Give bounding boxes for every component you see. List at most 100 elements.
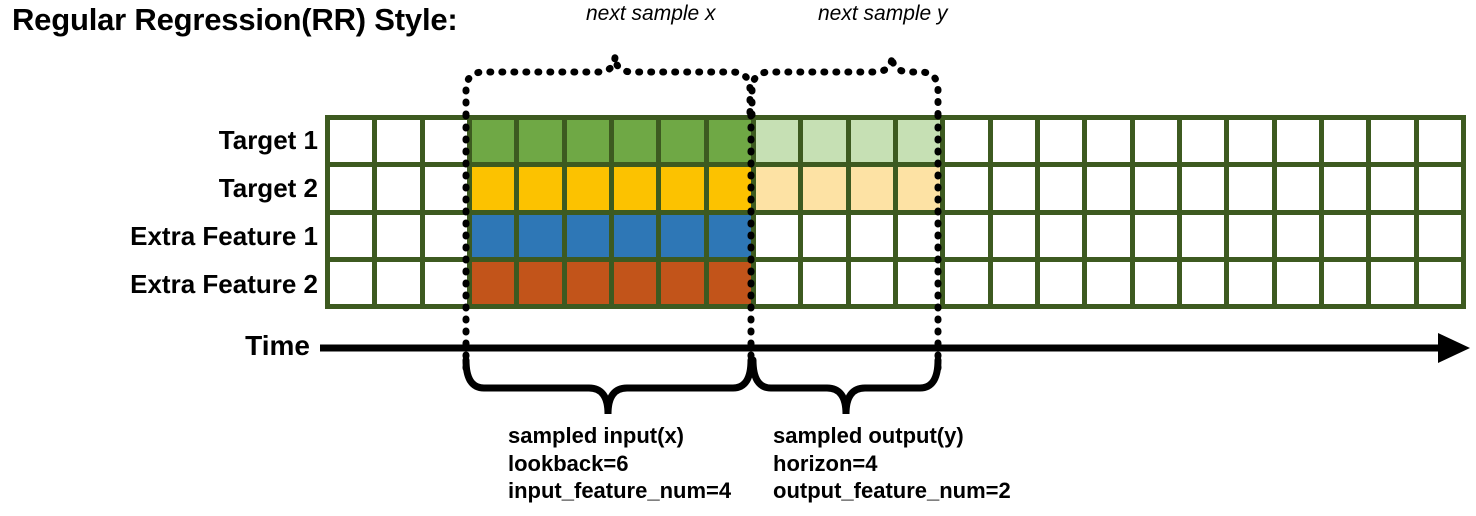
annotation-next-sample-x: next sample x (586, 2, 716, 25)
grid-cell (566, 167, 609, 210)
grid-cell (708, 214, 751, 257)
grid-cell (661, 214, 704, 257)
grid-cell (1418, 261, 1461, 304)
timeline-grid (325, 115, 1466, 309)
grid-cell (945, 261, 988, 304)
grid-cell (1371, 214, 1414, 257)
grid-cell (1418, 167, 1461, 210)
caption-sampled-input-line-1: sampled input(x) (508, 423, 685, 448)
grid-cell (1134, 167, 1177, 210)
grid-cell (755, 261, 799, 304)
grid-cell (897, 214, 941, 257)
grid-cell (897, 120, 941, 163)
row-label-extra-feature-1: Extra Feature 1 (130, 221, 318, 251)
caption-sampled-output-line-2: horizon=4 (773, 450, 878, 476)
grid-cell (803, 167, 846, 210)
grid-cell (850, 214, 893, 257)
grid-cell (755, 214, 799, 257)
grid-cell (1323, 167, 1367, 210)
grid-row-target-1 (330, 120, 1461, 163)
grid-cell (1323, 261, 1367, 304)
grid-cell (897, 261, 941, 304)
grid-cell (424, 167, 467, 210)
grid-cell (1229, 167, 1272, 210)
grid-cell (519, 167, 562, 210)
brace-sampled-output (749, 356, 942, 415)
grid-cell (519, 214, 562, 257)
row-label-target-1: Target 1 (218, 125, 318, 155)
grid-cell (330, 214, 373, 257)
grid-cell (850, 261, 893, 304)
grid-cell (803, 120, 846, 163)
grid-cell (1039, 214, 1083, 257)
grid-cell (992, 167, 1035, 210)
grid-cell (1229, 120, 1272, 163)
grid-cell (613, 261, 657, 304)
caption-sampled-input: sampled input(x) lookback=6 input_featur… (508, 422, 731, 505)
grid-cell (850, 120, 893, 163)
grid-cell (1276, 120, 1319, 163)
grid-cell (471, 261, 515, 304)
grid-cell (803, 214, 846, 257)
grid-cell (377, 120, 420, 163)
grid-cell (897, 167, 941, 210)
caption-sampled-output: sampled output(y) horizon=4 output_featu… (773, 422, 1011, 505)
grid-cell (992, 214, 1035, 257)
grid-cell (1276, 214, 1319, 257)
caption-sampled-input-line-2: lookback=6 (508, 450, 629, 476)
grid-cell (661, 167, 704, 210)
grid-cell (1039, 167, 1083, 210)
grid-cell (330, 261, 373, 304)
grid-cell (850, 167, 893, 210)
grid-cell (755, 167, 799, 210)
grid-cell (945, 120, 988, 163)
grid-cell (661, 120, 704, 163)
grid-cell (1418, 214, 1461, 257)
grid-cell (1323, 214, 1367, 257)
brace-sampled-input (462, 356, 755, 415)
grid-cell (1134, 214, 1177, 257)
grid-cell (377, 261, 420, 304)
grid-cell (1039, 120, 1083, 163)
grid-cell (1276, 167, 1319, 210)
page-title: Regular Regression(RR) Style: (12, 2, 458, 37)
grid-cell (661, 261, 704, 304)
grid-cell (377, 214, 420, 257)
grid-cell (1181, 214, 1225, 257)
grid-cell (1371, 120, 1414, 163)
grid-cell (992, 261, 1035, 304)
grid-cell (1087, 261, 1130, 304)
grid-cell (708, 167, 751, 210)
grid-cell (1229, 261, 1272, 304)
grid-cell (424, 120, 467, 163)
grid-cell (1087, 167, 1130, 210)
grid-row-target-2 (330, 167, 1461, 210)
grid-cell (708, 120, 751, 163)
grid-cell (1371, 261, 1414, 304)
grid-cell (1371, 167, 1414, 210)
grid-cell (945, 167, 988, 210)
grid-cell (1229, 214, 1272, 257)
grid-row-extra-feature-1 (330, 214, 1461, 257)
grid-cell (1087, 214, 1130, 257)
grid-cell (1276, 261, 1319, 304)
time-axis-label: Time (245, 330, 310, 361)
grid-cell (1181, 167, 1225, 210)
caption-sampled-output-line-1: sampled output(y) (773, 423, 964, 448)
grid-cell (613, 214, 657, 257)
grid-cell (424, 214, 467, 257)
grid-cell (1039, 261, 1083, 304)
grid-cell (613, 120, 657, 163)
grid-cell (1323, 120, 1367, 163)
grid-cell (471, 214, 515, 257)
grid-cell (566, 120, 609, 163)
row-label-extra-feature-2: Extra Feature 2 (130, 269, 318, 299)
grid-cell (1134, 261, 1177, 304)
grid-cell (471, 120, 515, 163)
grid-cell (471, 167, 515, 210)
brace-next-sample-x (462, 55, 754, 119)
time-axis-arrowhead (1438, 333, 1470, 363)
annotation-next-sample-y: next sample y (818, 2, 948, 25)
grid-cell (755, 120, 799, 163)
grid-cell (519, 120, 562, 163)
